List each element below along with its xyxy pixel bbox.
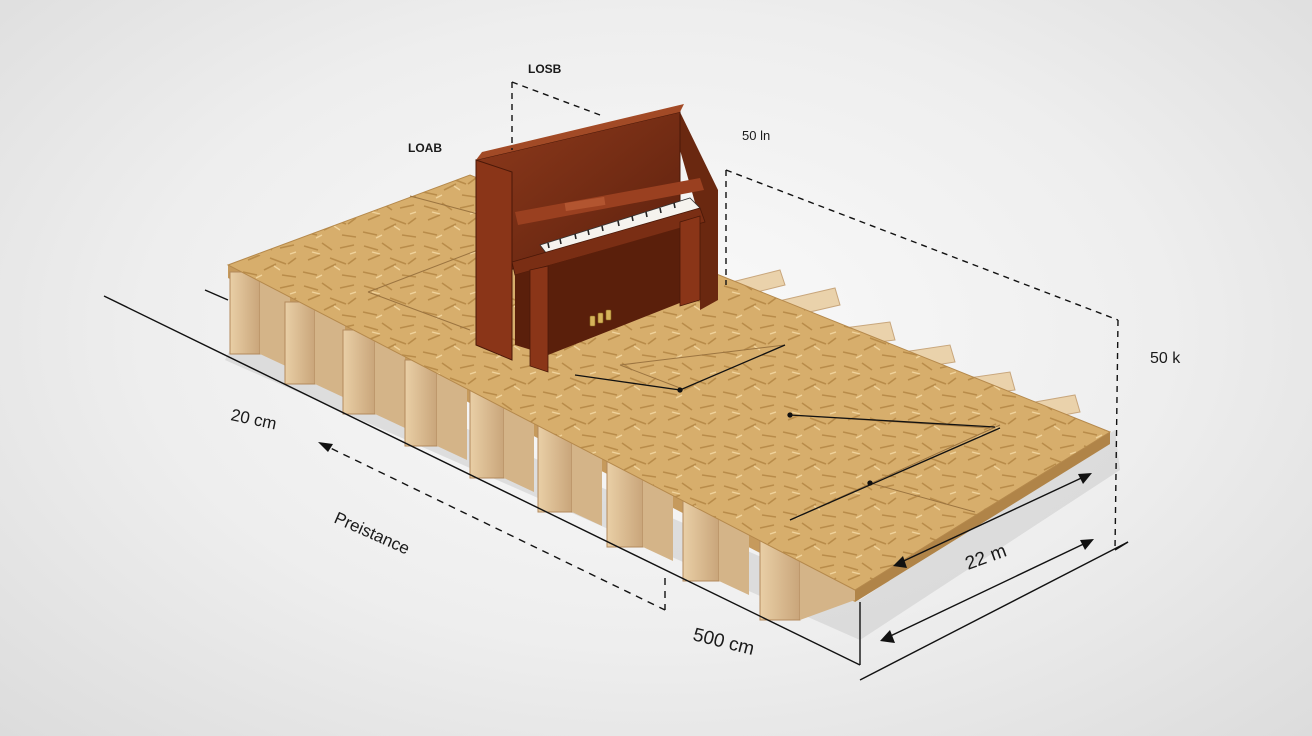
length-dim-line bbox=[103, 295, 861, 666]
panel-seam bbox=[409, 195, 479, 215]
deck-measure-lines bbox=[574, 344, 1001, 521]
losb-label: LOSB bbox=[528, 62, 562, 76]
osb-deck bbox=[226, 174, 1112, 591]
piano-pedals bbox=[589, 309, 612, 327]
arrow-heads bbox=[318, 442, 1094, 643]
piano-leg bbox=[679, 215, 701, 307]
support-block bbox=[284, 301, 345, 398]
losb-dim-diagonal bbox=[511, 81, 601, 116]
left-dimension-label: 20 cm bbox=[229, 405, 278, 433]
upright-piano bbox=[475, 104, 718, 373]
panel-seam bbox=[869, 482, 976, 513]
support-block bbox=[342, 329, 405, 428]
height-dimension-label: 50 k bbox=[1150, 350, 1181, 367]
panel-seam bbox=[367, 249, 479, 293]
piano-leg bbox=[529, 265, 549, 373]
support-block bbox=[229, 271, 290, 368]
panel-seam bbox=[619, 344, 786, 366]
side-caption-label: Preistance bbox=[331, 508, 412, 558]
left-tick bbox=[204, 289, 229, 301]
width-arrow-lower bbox=[881, 539, 1093, 641]
width-arrow-upper bbox=[894, 473, 1091, 566]
support-blocks bbox=[229, 271, 855, 621]
panel-seam bbox=[367, 291, 471, 331]
panel-seam bbox=[619, 364, 681, 389]
width-dim-base bbox=[859, 541, 1129, 681]
length-dimension-label: 500 cm bbox=[691, 624, 757, 659]
piano-black-keys bbox=[547, 202, 676, 249]
loab-label: LOAB bbox=[408, 141, 442, 155]
top-dimension-label: 50 ln bbox=[742, 128, 770, 143]
dimension-lines bbox=[103, 81, 1129, 681]
top-dim-diagonal bbox=[725, 169, 1119, 321]
height-dim-dashed bbox=[1114, 319, 1119, 551]
